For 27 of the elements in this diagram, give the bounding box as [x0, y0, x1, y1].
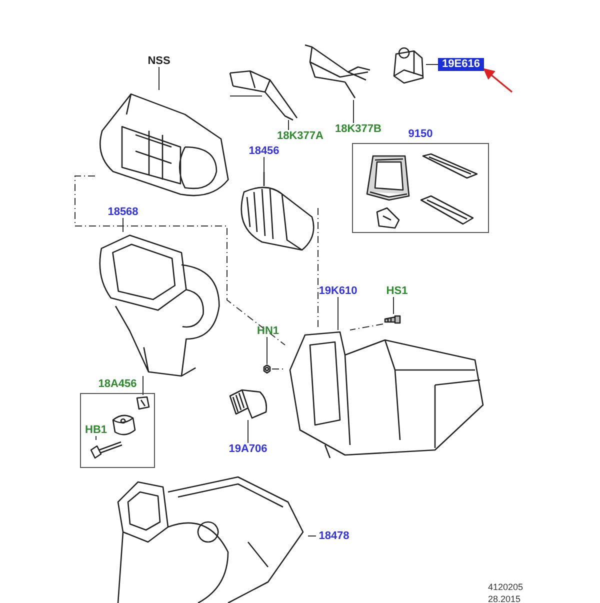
- part-number: 19E616: [438, 58, 484, 71]
- part-number: 19K610: [318, 285, 358, 297]
- leader-line: [122, 218, 124, 232]
- drawing-reference: 28.2015: [488, 594, 521, 603]
- assembly-line: [272, 368, 286, 370]
- leader-line: [353, 100, 354, 124]
- part-number: 18456: [248, 145, 280, 157]
- leader-line: [266, 336, 268, 364]
- part-number: NSS: [145, 55, 173, 67]
- part-number: 18568: [106, 206, 140, 218]
- leader-line: [142, 376, 144, 396]
- leader-line: [393, 296, 394, 314]
- leader-line: [426, 64, 438, 65]
- part-number: 18K377A: [277, 130, 323, 142]
- part-number: 19A706: [228, 443, 268, 455]
- pointer-arrow: [483, 68, 512, 93]
- part-number: HB1: [85, 424, 105, 436]
- leader-line: [288, 120, 289, 130]
- assembly-line: [74, 176, 286, 346]
- part-number: 18K377B: [335, 123, 381, 135]
- leader-line: [158, 66, 160, 90]
- part-number: HS1: [386, 285, 408, 297]
- drawing-reference: 4120205: [488, 582, 524, 592]
- part-number: HN1: [257, 325, 279, 337]
- part-number: 18A456: [97, 378, 138, 390]
- part-number: 18478: [316, 530, 352, 542]
- assembly-line: [350, 324, 384, 330]
